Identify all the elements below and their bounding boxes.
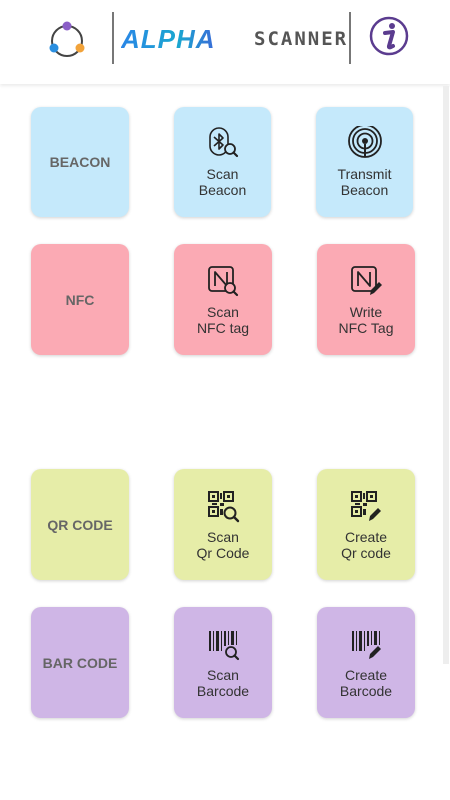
category-nfc-label: NFC (65, 291, 95, 308)
circle-dots-logo-icon (49, 21, 85, 57)
create-barcode-button[interactable]: Create Barcode (317, 607, 415, 718)
transmit-beacon-button[interactable]: Transmit Beacon (316, 107, 413, 217)
app-header: ALPHA SCANNER (0, 0, 450, 84)
brand-subtitle: SCANNER (254, 28, 349, 50)
header-divider-right (349, 12, 351, 64)
nfc-write-icon (351, 265, 382, 295)
info-icon[interactable] (368, 15, 410, 57)
scan-qr-button[interactable]: Scan Qr Code (174, 469, 272, 580)
scan-nfc-label: Scan NFC tag (196, 303, 250, 336)
category-barcode-label: BAR CODE (42, 654, 118, 671)
write-nfc-label: Write NFC Tag (338, 303, 394, 336)
create-qr-label: Create Qr code (341, 528, 391, 561)
scrollbar[interactable] (443, 86, 449, 664)
create-barcode-label: Create Barcode (339, 666, 393, 699)
qr-search-icon (208, 490, 240, 522)
scan-beacon-label: Scan Beacon (198, 166, 247, 198)
qr-create-icon (351, 490, 381, 521)
scan-nfc-button[interactable]: Scan NFC tag (174, 244, 272, 355)
category-barcode-tile: BAR CODE (31, 607, 129, 718)
category-nfc-tile: NFC (31, 244, 129, 355)
broadcast-icon (347, 126, 382, 158)
create-qr-button[interactable]: Create Qr code (317, 469, 415, 580)
category-qr-label: QR CODE (47, 516, 113, 533)
category-beacon-tile: BEACON (31, 107, 129, 217)
barcode-create-icon (352, 630, 381, 659)
header-divider-left (112, 12, 114, 64)
bluetooth-search-icon (208, 127, 238, 158)
scan-qr-label: Scan Qr Code (196, 528, 250, 561)
scan-barcode-label: Scan Barcode (196, 666, 250, 699)
barcode-search-icon (209, 630, 240, 660)
nfc-search-icon (208, 265, 239, 296)
scan-beacon-button[interactable]: Scan Beacon (174, 107, 271, 217)
scan-barcode-button[interactable]: Scan Barcode (174, 607, 272, 718)
transmit-beacon-label: Transmit Beacon (337, 166, 392, 198)
write-nfc-button[interactable]: Write NFC Tag (317, 244, 415, 355)
category-qr-tile: QR CODE (31, 469, 129, 580)
category-beacon-label: BEACON (49, 154, 111, 170)
brand-title: ALPHA (121, 24, 216, 54)
